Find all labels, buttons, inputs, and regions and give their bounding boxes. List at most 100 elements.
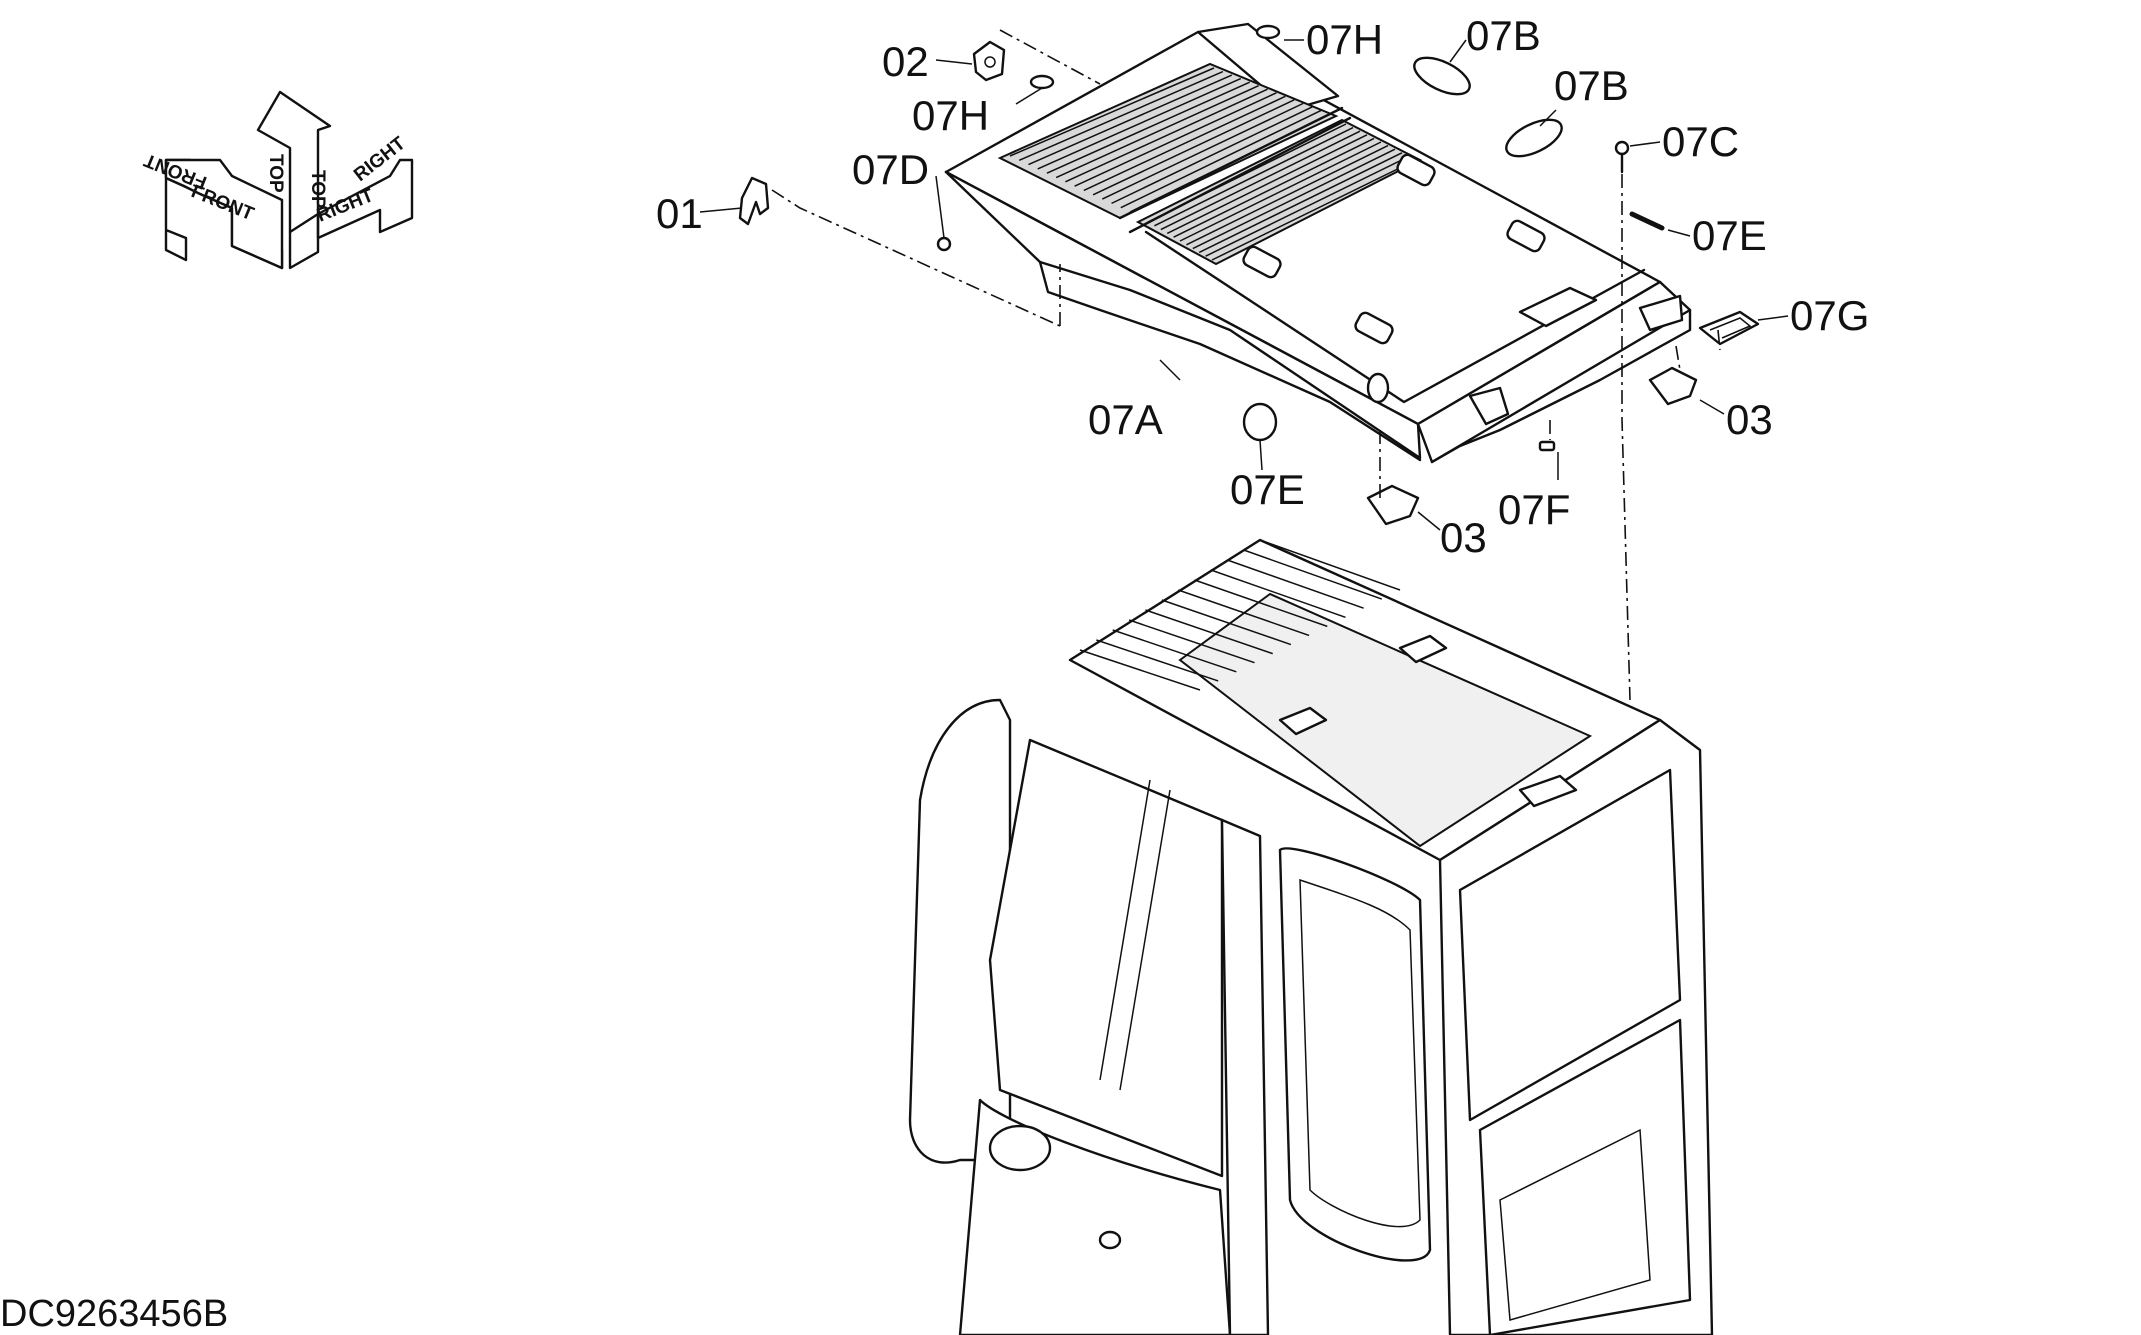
grommet-07H-upper	[1255, 24, 1281, 40]
cab-roof-latch	[1518, 774, 1578, 808]
roof-cover-slots	[1242, 153, 1546, 345]
cab-rear-window	[1458, 768, 1682, 1122]
callout-03-upper: 03	[1726, 396, 1773, 443]
callout-07H-upper: 07H	[1306, 16, 1383, 63]
grille-slat	[1074, 92, 1277, 187]
front-wiper-2	[1119, 789, 1171, 1091]
roof-rib	[1079, 649, 1201, 691]
grille-slat	[1065, 88, 1268, 183]
side-grommet-hole	[1366, 372, 1390, 404]
latch-07G	[1698, 310, 1760, 346]
cab-front-frame	[908, 698, 1012, 1164]
grille-slat	[1092, 99, 1295, 196]
roof-cover-right-bottom	[1430, 308, 1692, 464]
grille-slat	[1192, 148, 1396, 250]
roof-cover-divider	[1118, 106, 1344, 220]
bracket-02	[972, 40, 1006, 82]
right-arrow-face	[316, 158, 414, 240]
callout-07B-left: 07B	[1466, 12, 1541, 59]
roof-rib	[1161, 599, 1292, 646]
roof-rib	[1128, 619, 1255, 664]
callout-07D: 07D	[852, 146, 929, 193]
roof-rib	[1112, 629, 1237, 673]
callout-labels: 01 02 03 03 07A 07B 07B 07C 07D 07E 07E …	[656, 12, 1869, 561]
grille-slat	[1111, 106, 1313, 205]
grommet-07H-left	[1029, 74, 1055, 90]
grille-slat	[1037, 77, 1242, 170]
indicator-base	[288, 212, 320, 270]
callout-02: 02	[882, 38, 929, 85]
roof-cover-divider-2	[1128, 116, 1352, 234]
grille-slat	[1211, 159, 1417, 261]
cab-roof-panel	[1178, 592, 1593, 848]
front-arrow-face	[164, 158, 284, 270]
cab-front-glass	[988, 738, 1224, 1178]
front-label-mirrored: FRONT	[141, 149, 210, 193]
roof-cover-tab-front	[1468, 386, 1510, 426]
cab-body	[908, 538, 1714, 1335]
vent-grille-left	[997, 62, 1339, 220]
grille-slat	[1198, 152, 1403, 254]
assembly-lines	[771, 29, 1721, 701]
roof-cover-07A	[944, 22, 1692, 464]
roof-rib	[1243, 549, 1383, 600]
roof-rib	[1096, 639, 1219, 682]
top-label-2: TOP	[307, 170, 328, 209]
callout-07H-left: 07H	[912, 92, 989, 139]
callout-07B-right: 07B	[1554, 62, 1629, 109]
callout-07G: 07G	[1790, 292, 1869, 339]
grille-slat	[1028, 74, 1233, 166]
grille-slat	[1046, 81, 1250, 174]
grille-slat	[1205, 155, 1410, 257]
grille-slat	[1186, 144, 1389, 246]
cab-roof-mount	[1278, 706, 1328, 736]
front-wiper	[1099, 779, 1151, 1081]
pin-07F	[1538, 440, 1556, 452]
cab-front-bolt	[1098, 1230, 1122, 1250]
bracket-01	[738, 176, 770, 226]
grille-slat	[1160, 130, 1361, 231]
callout-07C: 07C	[1662, 118, 1739, 165]
roof-rib	[1259, 539, 1401, 591]
plug-07D	[936, 236, 952, 252]
roof-rib	[1194, 579, 1328, 628]
grille-slat	[1154, 126, 1354, 227]
grille-slat	[1083, 95, 1286, 192]
plate-03-upper	[1648, 366, 1698, 406]
callout-07E-upper: 07E	[1692, 212, 1767, 259]
spring-pin-07E	[1629, 211, 1665, 231]
orientation-indicator: FRONT FRONT TOP TOP RIGHT RIGHT	[141, 90, 414, 270]
grille-slat	[1018, 70, 1224, 161]
plate-03-lower	[1366, 484, 1420, 526]
drawing-code: DC9263456B	[0, 1293, 228, 1335]
bolt-07C	[1614, 140, 1630, 174]
cab-headlight	[988, 1124, 1052, 1172]
cab-door-glass-inner	[1299, 878, 1421, 1228]
callout-07A: 07A	[1088, 396, 1163, 443]
roof-cover-bottom-edge	[1038, 260, 1422, 462]
grille-slat	[1120, 109, 1322, 209]
roof-rib	[1210, 569, 1346, 618]
cab-door-glass	[1278, 847, 1432, 1262]
roof-rib	[1227, 559, 1364, 609]
cab-rear-recess	[1499, 1128, 1651, 1321]
grille-slat	[1173, 137, 1375, 238]
roof-rib	[1177, 589, 1310, 637]
cab-roof-ribs	[1079, 539, 1401, 691]
seal-07B-right	[1505, 118, 1563, 158]
callout-07F: 07F	[1498, 486, 1570, 533]
callout-03-lower: 03	[1440, 514, 1487, 561]
cab-rear-lower-panel	[1478, 1018, 1692, 1335]
grommet-07E	[1242, 402, 1278, 442]
top-arrow-face	[256, 90, 332, 234]
grille-slat	[1055, 85, 1259, 179]
grille-slat	[1179, 141, 1382, 242]
roof-rib	[1145, 609, 1273, 655]
callout-07E-lower: 07E	[1230, 466, 1305, 513]
roof-cover-tab-right	[1638, 294, 1684, 332]
cab-roof-mount-2	[1398, 634, 1448, 664]
top-label: TOP	[265, 154, 286, 193]
leader-lines	[699, 39, 1789, 531]
seal-07B-left	[1413, 56, 1471, 96]
